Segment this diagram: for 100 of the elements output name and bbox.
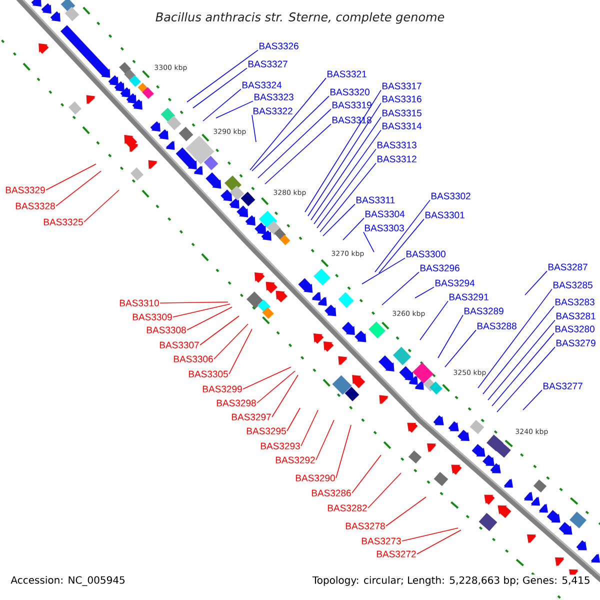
leader-line bbox=[416, 530, 462, 554]
gene-label: BAS3281 bbox=[556, 312, 596, 320]
leader-line bbox=[368, 472, 402, 508]
gene-label: BAS3319 bbox=[332, 102, 372, 108]
gene-label: BAS3293 bbox=[260, 442, 300, 450]
leader-line bbox=[252, 114, 256, 142]
gene-label: BAS3297 bbox=[232, 414, 271, 420]
gene-label: BAS3325 bbox=[44, 218, 83, 226]
gene-label: BAS3296 bbox=[420, 264, 460, 272]
leader-line bbox=[202, 88, 242, 122]
gene-label: BAS3298 bbox=[216, 400, 256, 406]
gene-label: BAS3313 bbox=[378, 142, 416, 148]
gene-label: BAS3311 bbox=[356, 196, 395, 204]
leader-line bbox=[84, 190, 120, 222]
leader-line bbox=[214, 324, 248, 360]
leader-line bbox=[438, 314, 464, 358]
leader-line bbox=[286, 408, 300, 432]
gene-label: BAS3304 bbox=[366, 210, 405, 218]
gene-label: BAS3322 bbox=[253, 108, 292, 114]
gene-label: BAS3285 bbox=[554, 282, 592, 288]
leader-line bbox=[496, 346, 556, 412]
leader-line bbox=[386, 496, 426, 526]
leader-line bbox=[352, 454, 382, 494]
gene-label: BAS3309 bbox=[132, 314, 172, 320]
leader-line bbox=[258, 108, 332, 178]
gene-label: BAS3306 bbox=[174, 356, 213, 362]
leader-line bbox=[252, 96, 330, 172]
gene-label: BAS3314 bbox=[382, 122, 422, 130]
gene-label: BAS3289 bbox=[464, 308, 504, 314]
gene-label: BAS3277 bbox=[544, 382, 582, 390]
gene-label: BAS3294 bbox=[436, 280, 475, 286]
leader-line bbox=[242, 366, 292, 390]
leader-line bbox=[216, 100, 254, 118]
leader-line bbox=[250, 78, 326, 170]
gene-label: BAS3282 bbox=[328, 504, 367, 512]
gene-label: BAS3288 bbox=[478, 322, 516, 330]
gene-label: BAS3329 bbox=[6, 186, 45, 194]
leader-line bbox=[186, 306, 232, 330]
leader-line bbox=[308, 102, 382, 216]
leader-line bbox=[336, 424, 352, 478]
gene-label: BAS3326 bbox=[259, 42, 298, 50]
gene-label: BAS3316 bbox=[382, 96, 422, 102]
gene-label: BAS3320 bbox=[330, 88, 370, 96]
gene-label: BAS3299 bbox=[202, 386, 242, 392]
gene-label: BAS3300 bbox=[406, 250, 446, 258]
leader-line bbox=[524, 270, 548, 296]
gene-label: BAS3287 bbox=[548, 264, 588, 270]
gene-label: BAS3324 bbox=[242, 82, 282, 88]
leader-line bbox=[478, 288, 552, 388]
leader-line bbox=[402, 528, 458, 542]
leader-line bbox=[420, 300, 448, 340]
topology-text: Topology: circular; Length: 5,228,663 bp; Genes: 5,415 bbox=[310, 574, 592, 588]
gene-label: BAS3303 bbox=[365, 224, 404, 232]
gene-label: BAS3301 bbox=[426, 212, 464, 218]
gene-label: BAS3286 bbox=[312, 490, 351, 496]
leader-line bbox=[56, 170, 102, 206]
leader-line bbox=[362, 258, 406, 284]
leader-line bbox=[200, 316, 240, 346]
leader-line bbox=[488, 320, 556, 400]
leader-line bbox=[228, 328, 252, 374]
leader-line bbox=[492, 332, 554, 406]
leader-line bbox=[322, 204, 356, 236]
leader-line bbox=[482, 306, 554, 394]
leader-line bbox=[186, 50, 258, 102]
gene-label: BAS3302 bbox=[432, 192, 470, 200]
leader-line bbox=[444, 330, 476, 368]
leader-line bbox=[316, 420, 334, 460]
leader-line bbox=[342, 218, 364, 240]
leader-line bbox=[374, 200, 430, 272]
leader-line bbox=[264, 124, 332, 184]
gene-label: BAS3310 bbox=[120, 300, 159, 306]
gene-label: BAS3307 bbox=[160, 342, 199, 348]
leader-line bbox=[46, 164, 96, 190]
gene-label: BAS3280 bbox=[556, 326, 594, 332]
leader-line bbox=[320, 162, 376, 232]
leader-line bbox=[378, 218, 424, 274]
leader-line bbox=[256, 370, 296, 404]
leader-line bbox=[522, 390, 542, 410]
leader-line bbox=[310, 116, 382, 220]
gene-label: BAS3328 bbox=[16, 202, 55, 210]
gene-label: BAS3305 bbox=[188, 370, 228, 378]
gene-label: BAS3279 bbox=[556, 340, 596, 346]
gene-label: BAS3312 bbox=[378, 156, 416, 162]
leader-line bbox=[363, 232, 374, 252]
gene-label: BAS3290 bbox=[296, 474, 335, 482]
accession-text: Accession: NC_005945 bbox=[9, 574, 127, 588]
map-title: Bacillus anthracis str. Sterne, complete genome bbox=[156, 12, 444, 24]
leader-line bbox=[172, 304, 230, 318]
leader-line bbox=[160, 302, 228, 304]
gene-label: BAS3323 bbox=[254, 94, 294, 100]
gene-label: BAS3317 bbox=[382, 82, 422, 90]
gene-label: BAS3315 bbox=[382, 110, 422, 116]
gene-label: BAS3273 bbox=[362, 538, 401, 544]
leader-line bbox=[382, 272, 420, 306]
gene-label: BAS3291 bbox=[450, 294, 488, 300]
leader-line bbox=[316, 148, 376, 228]
gene-label: BAS3327 bbox=[248, 60, 288, 68]
gene-label: BAS3283 bbox=[556, 298, 594, 306]
gene-label: BAS3292 bbox=[276, 456, 315, 464]
gene-label: BAS3295 bbox=[246, 428, 286, 434]
